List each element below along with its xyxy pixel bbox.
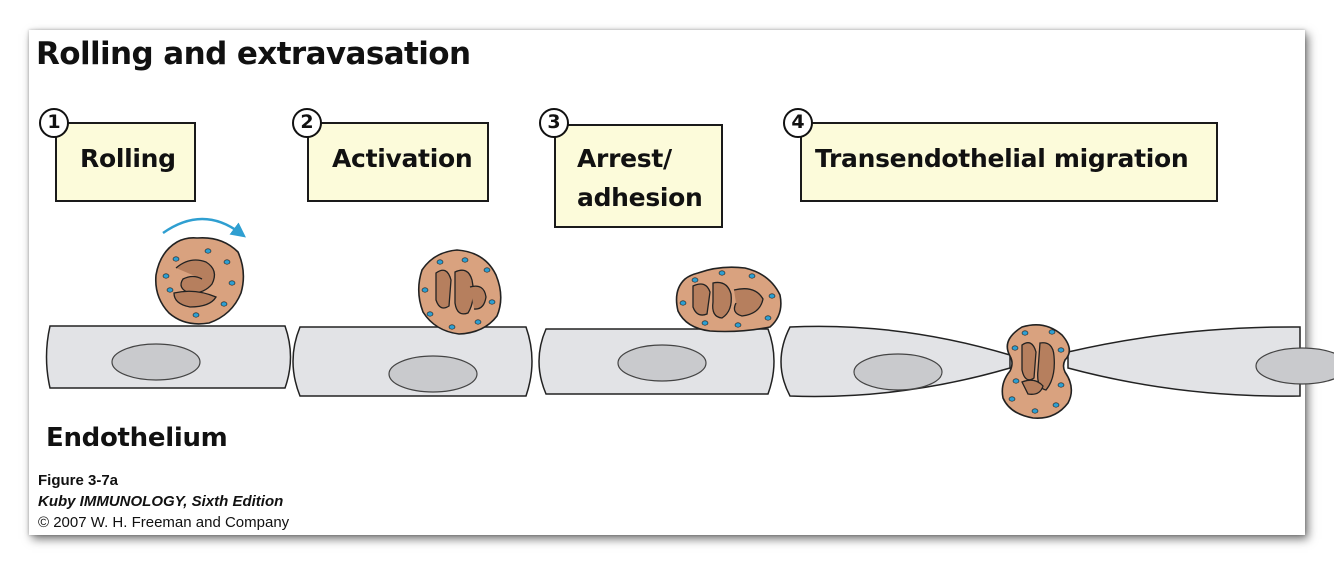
leukocyte-activation — [417, 249, 502, 335]
endothelial-cell-5 — [1067, 326, 1334, 397]
endothelial-cell-1 — [45, 325, 292, 389]
copyright-notice: © 2007 W. H. Freeman and Company — [38, 514, 290, 531]
figure-title: Rolling and extravasation — [36, 36, 471, 72]
leukocyte-migrating — [1001, 324, 1073, 420]
leukocyte-arrest — [675, 266, 782, 333]
step-1-number: 1 — [39, 108, 69, 138]
step-3-box — [554, 124, 723, 228]
step-3-number: 3 — [539, 108, 569, 138]
rolling-arrow-icon — [162, 217, 246, 238]
step-4-label: Transendothelial migration — [815, 144, 1189, 173]
endothelial-cell-4 — [780, 325, 1011, 398]
step-2-number: 2 — [292, 108, 322, 138]
book-title: Kuby IMMUNOLOGY, Sixth Edition — [38, 493, 284, 510]
step-4-number: 4 — [783, 108, 813, 138]
step-4-box — [800, 122, 1218, 202]
leukocyte-rolling — [154, 236, 245, 325]
endothelial-cell-3 — [538, 328, 775, 395]
step-3-label-line-2: adhesion — [577, 183, 703, 212]
step-1-label: Rolling — [80, 144, 176, 173]
endothelial-cell-2 — [292, 326, 533, 397]
step-2-label: Activation — [332, 144, 473, 173]
figure-number: Figure 3-7a — [38, 472, 119, 489]
step-3-label-line-1: Arrest/ — [577, 144, 672, 173]
step-1-box — [55, 122, 196, 202]
step-2-box — [307, 122, 489, 202]
endothelium-label: Endothelium — [46, 423, 228, 453]
